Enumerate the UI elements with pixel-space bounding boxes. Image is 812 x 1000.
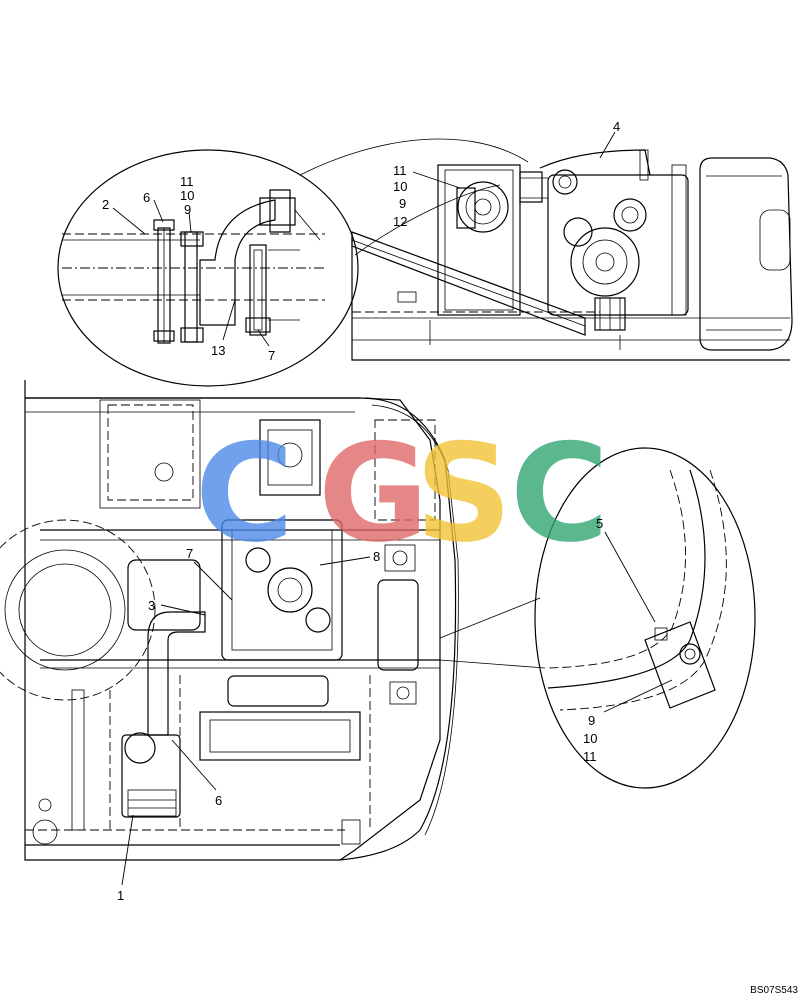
callout-9-right: 9	[588, 713, 595, 728]
callout-8: 8	[373, 549, 380, 564]
callout-4: 4	[613, 119, 620, 134]
watermark-letter-3: S	[415, 415, 512, 572]
callout-9-engine: 9	[399, 196, 406, 211]
callout-13: 13	[211, 343, 225, 358]
callout-6: 6	[143, 190, 150, 205]
callout-labels: 2 6 11 10 9 13 7 4 11 10 9 12 7 8 3 6 1 …	[102, 119, 620, 903]
callout-3: 3	[148, 598, 155, 613]
callout-11-engine: 11	[393, 163, 407, 178]
callout-10-right: 10	[583, 731, 597, 746]
leader-lines	[112, 131, 673, 886]
watermark-letter-2: G	[318, 415, 429, 572]
callout-10-engine: 10	[393, 179, 407, 194]
engine-side-view	[351, 149, 793, 361]
callout-7: 7	[268, 348, 275, 363]
callout-2: 2	[102, 197, 109, 212]
callout-11-right: 11	[583, 749, 597, 764]
reference-code: BS07S543	[750, 985, 798, 996]
callout-5: 5	[596, 516, 603, 531]
callout-9: 9	[184, 202, 191, 217]
detail-circle-clamp	[57, 138, 529, 387]
plan-view	[0, 380, 459, 861]
callout-6-plan: 6	[215, 793, 222, 808]
callout-11: 11	[180, 174, 194, 189]
watermark-letter-4: C	[510, 415, 609, 572]
callout-7-plan: 7	[186, 546, 193, 561]
watermark-letter-1: C	[195, 415, 294, 572]
callout-1: 1	[117, 888, 124, 903]
callout-10: 10	[180, 188, 194, 203]
watermark: C G S C	[195, 415, 609, 572]
callout-12: 12	[393, 214, 407, 229]
